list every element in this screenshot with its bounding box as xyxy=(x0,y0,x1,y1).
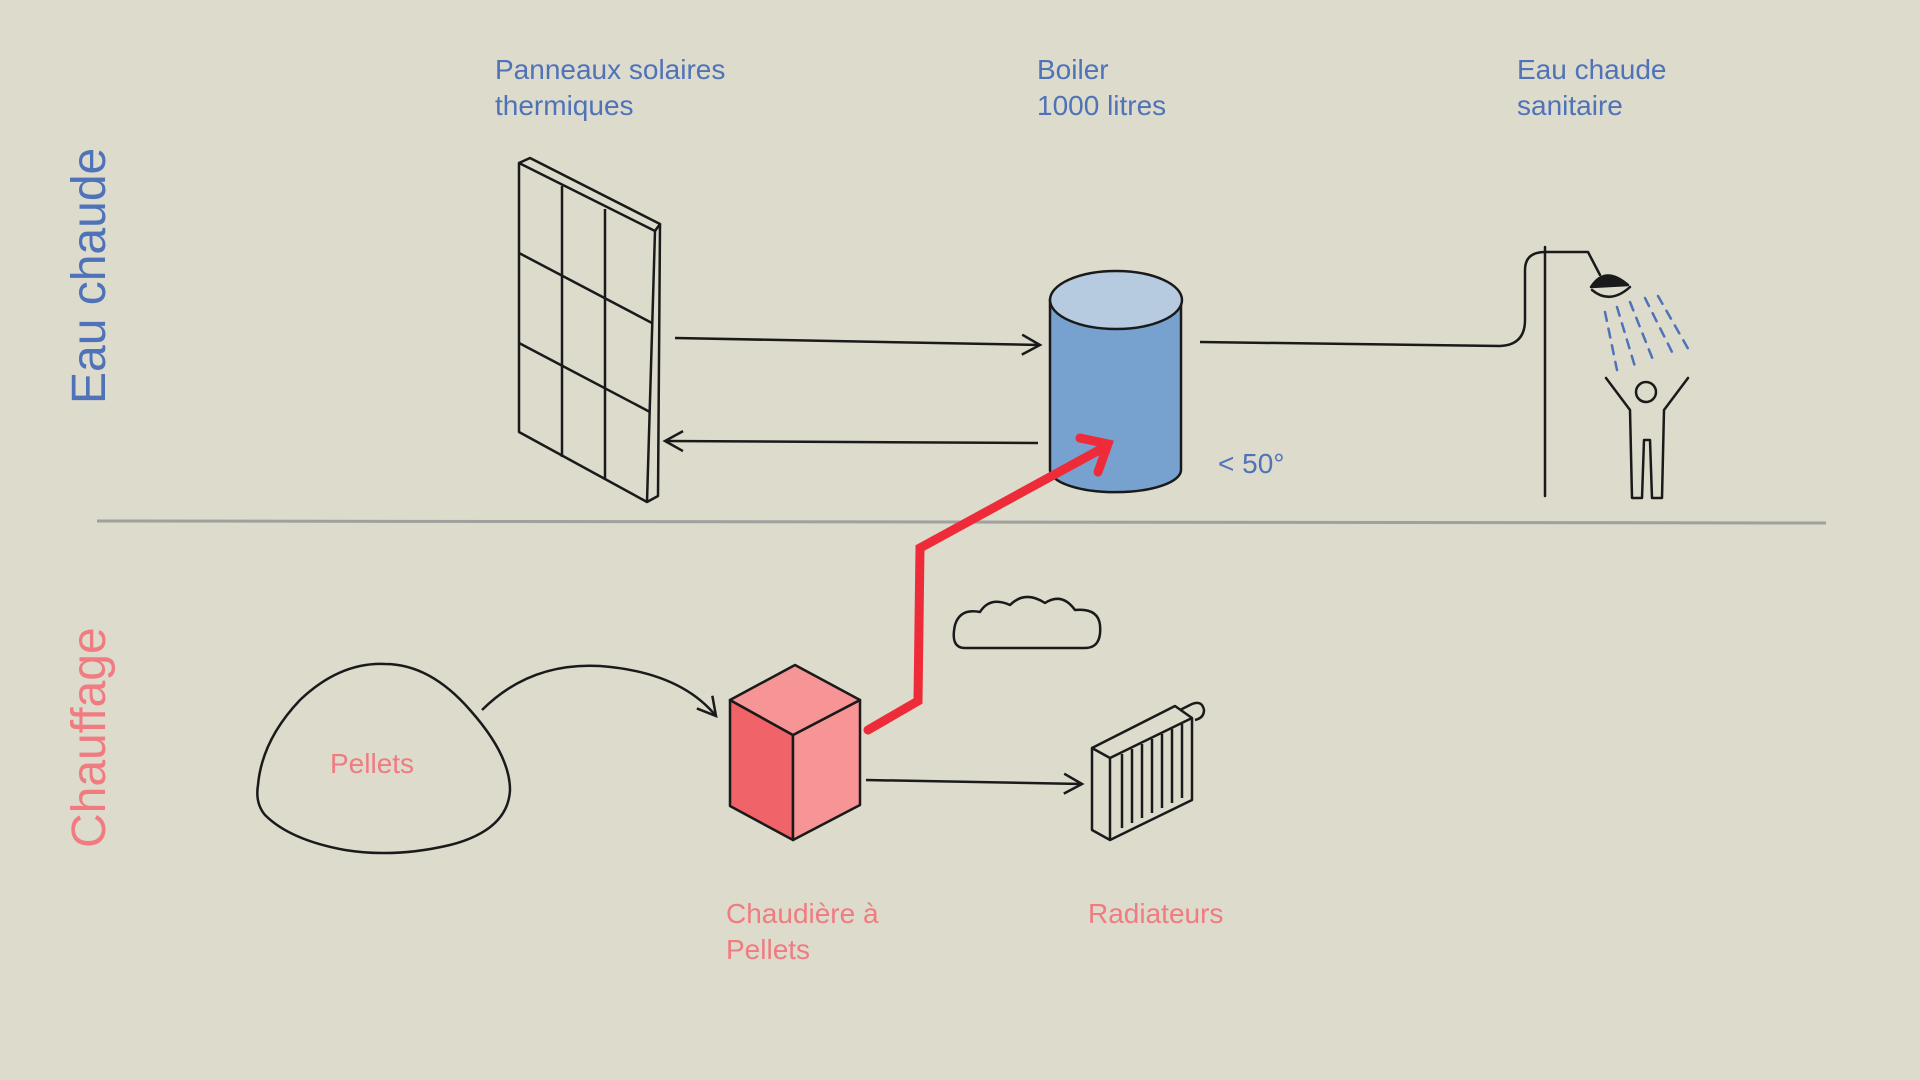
label-boiler-line2: 1000 litres xyxy=(1037,90,1167,121)
label-pellets: Pellets xyxy=(330,748,415,779)
heat-transfer-arrow xyxy=(863,433,1114,735)
arrow-pellets-to-boiler xyxy=(481,664,718,718)
label-sanitary-line2: sanitaire xyxy=(1517,90,1623,121)
label-sanitary-line1: Eau chaude xyxy=(1517,54,1667,85)
section-label-hot-water: Eau chaude xyxy=(63,147,116,404)
arrow-panel-to-boiler xyxy=(674,333,1043,356)
pellet-boiler-cube-icon xyxy=(728,663,862,842)
label-boiler-line1: Boiler xyxy=(1037,54,1109,85)
radiator-icon xyxy=(1090,701,1206,842)
solar-panel-icon xyxy=(517,156,662,504)
label-solar-panels-line1: Panneaux solaires xyxy=(495,54,726,85)
label-radiators: Radiateurs xyxy=(1088,898,1224,929)
arrow-boiler-to-panel xyxy=(662,430,1039,453)
pellet-pile-icon xyxy=(256,662,512,855)
label-boiler: Boiler 1000 litres xyxy=(1037,52,1166,124)
label-solar-panels: Panneaux solaires thermiques xyxy=(495,52,725,124)
pipe-to-shower xyxy=(1199,250,1546,348)
label-pellet-boiler-line1: Chaudière à xyxy=(726,898,879,929)
label-solar-panels-line2: thermiques xyxy=(495,90,634,121)
label-pellet-boiler: Chaudière à Pellets xyxy=(726,896,879,968)
water-tank-icon xyxy=(1048,269,1184,494)
label-sanitary-hot-water: Eau chaude sanitaire xyxy=(1517,52,1666,124)
water-drops xyxy=(1603,294,1692,372)
smoke-cloud-icon xyxy=(952,595,1102,650)
temperature-label: < 50° xyxy=(1218,448,1285,479)
section-label-heating: Chauffage xyxy=(63,627,116,848)
shower-icon xyxy=(1543,245,1690,500)
arrow-boiler-to-radiator xyxy=(865,772,1085,795)
label-pellet-boiler-line2: Pellets xyxy=(726,934,811,965)
